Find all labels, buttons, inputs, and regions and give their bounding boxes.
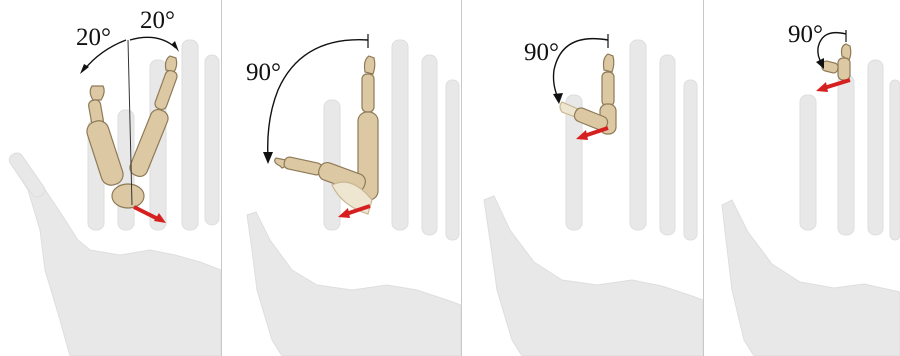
panel-abduction: 20° 20°: [0, 0, 221, 356]
angle-label: 90°: [246, 59, 281, 86]
arc-arrowhead: [263, 152, 273, 164]
ghost-hand: [722, 60, 900, 356]
panel-pip-flexion: 90°: [462, 0, 703, 356]
arc-right: [130, 37, 176, 48]
angle-label: 90°: [788, 21, 823, 48]
panel-dip-flexion: 90°: [704, 0, 900, 356]
panel-mcp-flexion: 90°: [222, 0, 461, 356]
finger-flexed: [821, 44, 851, 80]
ghost-hand: [484, 40, 703, 356]
angle-label-right: 20°: [140, 7, 175, 34]
arc-flexion: [268, 40, 368, 158]
force-arrowhead: [816, 82, 828, 92]
arc-flexion: [554, 39, 609, 98]
angle-label: 90°: [524, 39, 559, 66]
arc-arrowhead-right: [172, 41, 179, 52]
angle-label-left: 20°: [76, 24, 111, 51]
